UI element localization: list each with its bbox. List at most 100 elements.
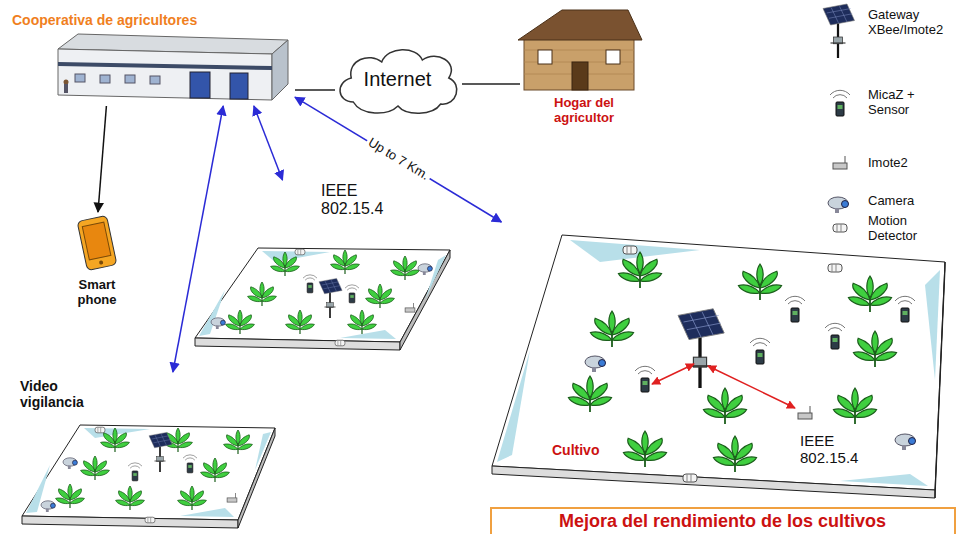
farmer-home-drawing: [538, 50, 552, 64]
crop-field-drawing: [895, 434, 916, 450]
smartphone-drawing: [77, 215, 117, 270]
crop-field-drawing: [348, 310, 377, 334]
crop-field-drawing: [201, 458, 230, 482]
farmer-home: Hogar del agricultor: [520, 4, 648, 134]
crop-field-drawing: [418, 264, 432, 275]
crop-field-drawing: [366, 284, 395, 308]
cooperative-building-drawing: [125, 75, 135, 83]
farmer-home-drawing: [606, 50, 620, 64]
crop-field-drawing: [340, 330, 396, 339]
crop-field-drawing: [226, 310, 255, 334]
crop-field-drawing: [211, 318, 225, 329]
crop-field-drawing: [497, 350, 530, 462]
crop-field-drawing: [825, 323, 845, 349]
crop-field-drawing: [708, 366, 795, 408]
crop-field-drawing: [785, 296, 805, 322]
crop-field-drawing: [286, 310, 315, 334]
crop-field-drawing: [738, 264, 781, 300]
crop-field-drawing: [703, 388, 746, 424]
link-line: [98, 106, 106, 212]
crop-field-drawing: [405, 303, 415, 312]
crop-field-drawing: [570, 240, 700, 262]
legend-icons: [833, 224, 847, 232]
crop-field-drawing: [623, 431, 666, 467]
node-text: Hogar del agricultor: [538, 96, 630, 126]
crop-field-drawing: [568, 376, 611, 412]
node-text: Cooperativa de agricultores: [12, 12, 282, 28]
crop-field-drawing: [840, 474, 928, 486]
crop-field-drawing: [195, 248, 450, 350]
crop-field-drawing: [853, 331, 896, 367]
crop-field-drawing: [303, 275, 317, 293]
cooperative-building-drawing: [190, 72, 210, 98]
cooperative-building-drawing: [272, 40, 288, 100]
crop-field-drawing: [585, 356, 606, 372]
cooperative-building-drawing: [64, 80, 69, 85]
legend-icons: [833, 156, 847, 169]
legend-text: MicaZ + Sensor: [868, 88, 930, 118]
crop-field-drawing: [618, 252, 661, 288]
crop-field-drawing: [652, 364, 694, 384]
crop-field-drawing: [255, 432, 271, 470]
crop-field-drawing: [199, 290, 225, 336]
crop-field-drawing: [798, 406, 812, 419]
smartphone-drawing: [77, 215, 117, 270]
crop-field-drawing: [149, 432, 172, 472]
legend-icons: [823, 4, 855, 232]
crop-field-drawing: [683, 474, 697, 482]
legend-text: Gateway XBee/Imote2: [868, 8, 960, 38]
node-text: Cultivo: [552, 442, 622, 458]
crop-field-drawing: [128, 463, 142, 481]
crop-field-drawing: [224, 430, 253, 454]
node-text: IEEE 802.15.4: [321, 182, 416, 219]
crop-field-drawing: [63, 458, 77, 469]
crop-field-drawing: [81, 456, 110, 480]
crop-field-drawing: [145, 517, 155, 523]
crop-field-drawing: [492, 235, 945, 490]
crop-field-drawing: [750, 338, 770, 364]
smartphone: Smart phone: [55, 212, 140, 312]
crop-field-drawing: [345, 285, 359, 303]
crop-field-drawing: [492, 235, 945, 498]
link-line: [173, 106, 223, 372]
cooperative-building-drawing: [58, 34, 288, 100]
legend-text: Camera: [868, 194, 948, 209]
cooperative-building-drawing: [75, 74, 85, 82]
crop-field-drawing: [391, 256, 420, 280]
cooperative-building-drawing: [64, 84, 68, 93]
legend-icons: [828, 197, 849, 213]
node-text: Smart phone: [65, 278, 129, 308]
cooperative-building-drawing: [150, 76, 160, 84]
crop-field-drawing: [183, 455, 197, 473]
crop-field-drawing: [590, 311, 633, 347]
crop-field-drawing: [623, 246, 637, 254]
farmer-home-drawing: [572, 62, 588, 90]
bracket-line: [491, 508, 955, 534]
crop-field-drawing: [178, 486, 207, 510]
crop-field-drawing: [271, 252, 300, 276]
node-text: Internet: [335, 68, 460, 91]
crop-field: Video vigilancia: [18, 372, 280, 534]
internet-cloud: Internet: [335, 42, 462, 117]
crop-field-drawing: [22, 425, 275, 528]
crop-field-drawing: [95, 427, 105, 433]
cooperative-building-drawing: [58, 49, 272, 100]
legend-text: Motion Detector: [868, 214, 932, 244]
legend-text: Imote2: [868, 156, 948, 171]
distance-label: Up to 7 Km.: [363, 134, 433, 184]
crop-field-drawing: [335, 340, 345, 346]
crop-field-drawing: [925, 270, 940, 380]
protocol-label: IEEE 802.15.4: [800, 432, 890, 467]
crop-field-drawing: [248, 282, 277, 306]
node-text: Video vigilancia: [20, 378, 105, 410]
cooperative-building-drawing: [58, 62, 272, 70]
crop-field-drawing: [492, 466, 935, 498]
link-line: [254, 106, 283, 180]
crop-field-drawing: [678, 309, 724, 388]
crop-field-drawing: [425, 255, 446, 300]
farmer-home-drawing: [518, 10, 642, 90]
crop-field-drawing: [713, 436, 756, 472]
link-line: [295, 89, 335, 91]
crop-field-drawing: [635, 366, 655, 392]
